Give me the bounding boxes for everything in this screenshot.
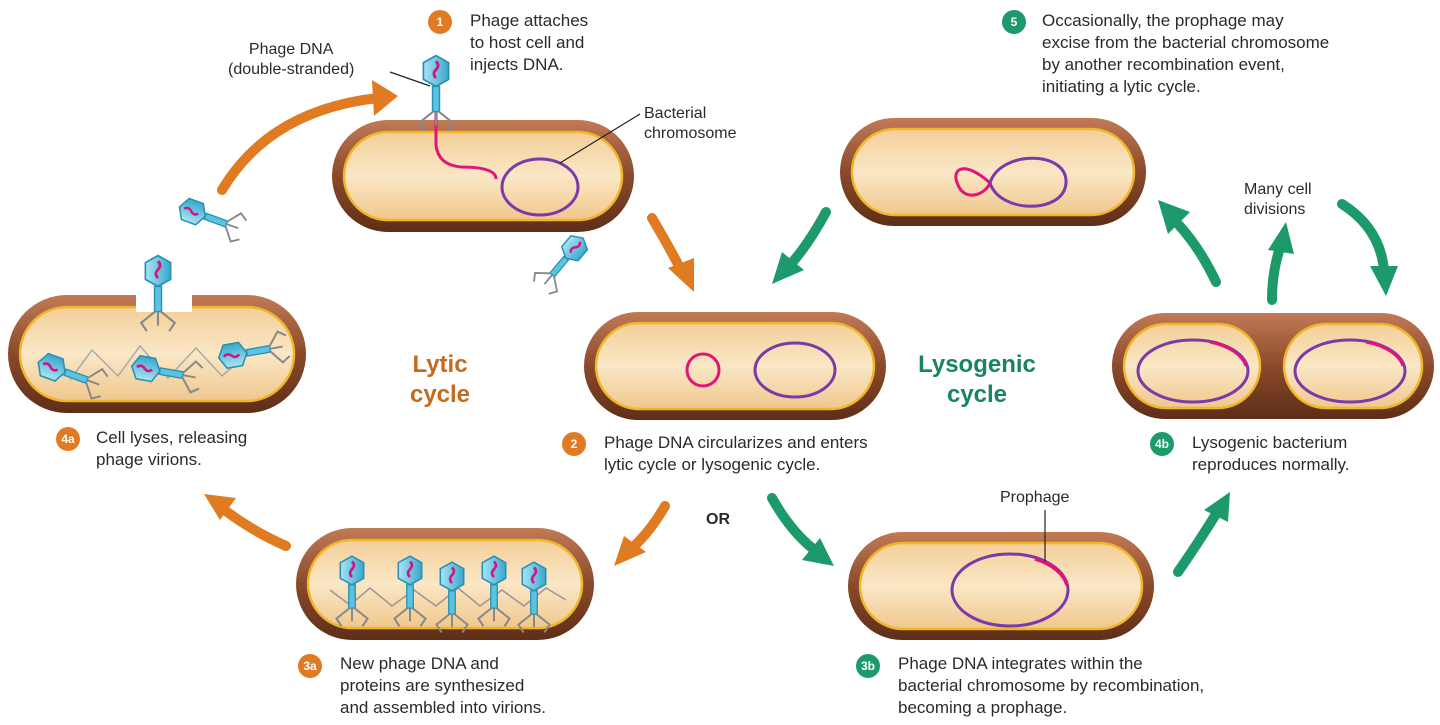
step-4a-badge: 4a [56, 427, 80, 451]
arrow-attach-to-circularize-head [668, 258, 694, 292]
lytic-cycle-title: Lytic cycle [409, 351, 471, 408]
arrow-circularize-to-prophage-head [802, 538, 834, 566]
arrow-excision-to-circularize [785, 207, 831, 270]
cell-excision [840, 118, 1146, 226]
arrow-circularize-to-assembly [627, 501, 670, 553]
arrow-division-to-excision [1173, 219, 1221, 287]
prophage-label: Prophage [1000, 489, 1070, 506]
arrow-circularize-to-assembly-head [614, 536, 646, 566]
free-phage-icon [529, 227, 596, 299]
arrow-division-up [1267, 243, 1285, 305]
chromosome-pointer [559, 113, 641, 164]
step-2-caption: Phage DNA circularizes and enters lytic … [604, 433, 868, 474]
cell-prophage [848, 510, 1154, 640]
cell-lysis [8, 254, 306, 413]
lysogenic-cycle-title: Lysogenic cycle [918, 351, 1036, 408]
arrow-assembly-to-lysis [217, 503, 291, 551]
bacterial-chromosome-label: Bacterial chromosome [644, 105, 737, 142]
cell-attachment [332, 54, 641, 232]
step-4b-caption: Lysogenic bacterium reproduces normally. [1192, 433, 1350, 474]
cell-assembly [296, 528, 594, 640]
arrow-division-down [1337, 199, 1389, 275]
released-phage-icon [173, 191, 250, 246]
attaching-phage-icon [417, 54, 455, 133]
arrow-excision-to-circularize-head [772, 252, 804, 284]
arrow-division-to-excision-head [1158, 200, 1190, 234]
step-4b-badge: 4b [1150, 432, 1174, 456]
arrow-attach-to-circularize [647, 213, 685, 273]
arrow-prophage-to-division [1173, 509, 1221, 577]
or-label: OR [706, 511, 730, 528]
step-2-badge: 2 [562, 432, 586, 456]
arrow-division-up-head [1268, 222, 1294, 254]
many-divisions-label: Many cell divisions [1244, 181, 1312, 218]
step-3b-caption: Phage DNA integrates within the bacteria… [898, 654, 1205, 717]
step-1-caption: Phage attaches to host cell and injects … [470, 11, 589, 74]
arrow-circularize-to-prophage [767, 493, 817, 553]
cell-dividing [1112, 313, 1434, 419]
arrow-assembly-to-lysis-head [204, 494, 236, 520]
arrow-prophage-to-division-head [1204, 492, 1230, 522]
step-5-badge: 5 [1002, 10, 1026, 34]
step-3a-caption: New phage DNA and proteins are synthesiz… [340, 654, 547, 717]
step-1-badge: 1 [428, 10, 452, 34]
arrow-release-to-attach-head [372, 80, 398, 116]
step-3b-badge: 3b [856, 654, 880, 678]
phage-dna-label: Phage DNA (double-stranded) [228, 41, 355, 78]
arrow-division-down-head [1370, 266, 1398, 296]
step-5-caption: Occasionally, the prophage may excise fr… [1042, 11, 1330, 96]
cell-circularized [584, 312, 886, 420]
step-4a-caption: Cell lyses, releasing phage virions. [96, 428, 248, 469]
arrow-release-to-attach [217, 93, 383, 195]
phage-dna-pointer [389, 71, 431, 87]
step-3a-badge: 3a [298, 654, 322, 678]
